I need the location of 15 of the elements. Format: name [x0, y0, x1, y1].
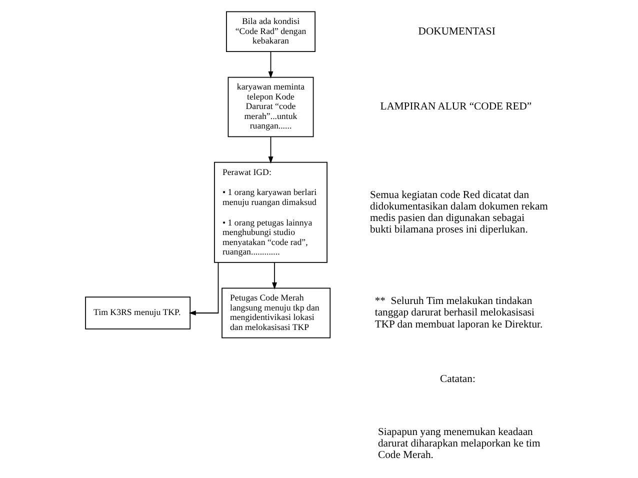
arrow — [272, 262, 276, 290]
node-box: karyawan meminta telepon Kode Darurat “code merah”...untuk ruangan...... — [227, 76, 314, 138]
node-box: Bila ada kondisi “Code Rad” dengan kebakaran — [226, 11, 316, 52]
arrow — [268, 51, 273, 78]
label: Semua kegiatan code Red dicatat dan didokumentasikan dalam dokumen rekam medis pasien dan digunakan sebagai bukti bilamana proses ini diperlukan. — [370, 190, 548, 236]
label: Catatan: — [440, 374, 475, 386]
node-box: Perawat IGD: • 1 orang karyawan berlari menuju ruangan dimaksud • 1 orang petugas lainnya menghubungi studio menyatakan “code rad”, ruangan............. — [214, 162, 327, 263]
arrow — [268, 136, 273, 164]
label: DOKUMENTASI — [418, 26, 495, 38]
node-box: Tim K3RS menuju TKP. — [84, 296, 190, 330]
arrow — [188, 262, 218, 316]
label: Siapapun yang menemukan keadaan darurat diharapkan melaporkan ke tim Code Merah. — [377, 426, 540, 461]
label: ** Seluruh Tim melakukan tindakan tanggap darurat berhasil melokasisasi TKP dan membuat laporan ke Direktur. — [374, 296, 542, 330]
node-box: Petugas Code Merah langsung menuju tkp dan mengidentivikasi lokasi dan melokasisasi TKP — [221, 288, 330, 338]
label: LAMPIRAN ALUR “CODE RED” — [380, 102, 532, 113]
